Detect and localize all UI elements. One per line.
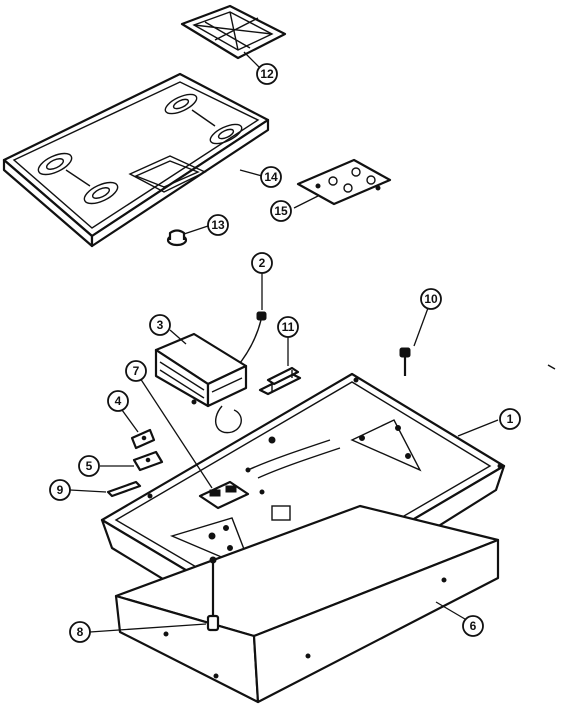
callout-12: 12 (256, 63, 278, 85)
callout-8: 8 (69, 621, 91, 643)
callout-15: 15 (270, 200, 292, 222)
svg-text:12: 12 (260, 67, 274, 81)
callout-10: 10 (420, 288, 442, 310)
callout-11: 11 (277, 316, 299, 338)
terminal-block (139, 377, 250, 510)
svg-text:15: 15 (274, 204, 288, 218)
burner-plate (293, 158, 392, 209)
svg-text:5: 5 (86, 459, 93, 473)
wire-lead (235, 272, 267, 369)
svg-text:4: 4 (115, 394, 122, 408)
edge-mark (547, 364, 556, 370)
callout-13: 13 (207, 214, 229, 236)
clip-part-4 (121, 409, 156, 450)
svg-text:9: 9 (57, 483, 64, 497)
callout-7: 7 (125, 360, 147, 382)
bracket (258, 336, 302, 396)
svg-text:2: 2 (259, 256, 266, 270)
svg-text:7: 7 (133, 364, 140, 378)
callout-14: 14 (260, 166, 282, 188)
knob (166, 225, 209, 247)
callout-1: 1 (499, 408, 521, 430)
svg-text:10: 10 (424, 292, 438, 306)
svg-text:11: 11 (282, 320, 295, 334)
svg-text:8: 8 (77, 625, 84, 639)
callout-5: 5 (78, 455, 100, 477)
callout-3: 3 (149, 314, 171, 336)
svg-text:14: 14 (264, 170, 278, 184)
clip-part-5 (100, 450, 164, 472)
orifice (89, 556, 220, 633)
cooktop-top-panel (2, 72, 270, 248)
burner-grate (180, 4, 287, 71)
callout-4: 4 (107, 390, 129, 412)
svg-text:6: 6 (470, 619, 477, 633)
control-box (154, 329, 248, 434)
callout-9: 9 (49, 479, 71, 501)
strip-part-9 (69, 480, 142, 498)
svg-text:13: 13 (211, 218, 225, 232)
svg-text:3: 3 (157, 318, 164, 332)
callout-6: 6 (462, 615, 484, 637)
callout-2: 2 (251, 252, 273, 274)
svg-text:1: 1 (507, 412, 514, 426)
screw (399, 307, 429, 376)
